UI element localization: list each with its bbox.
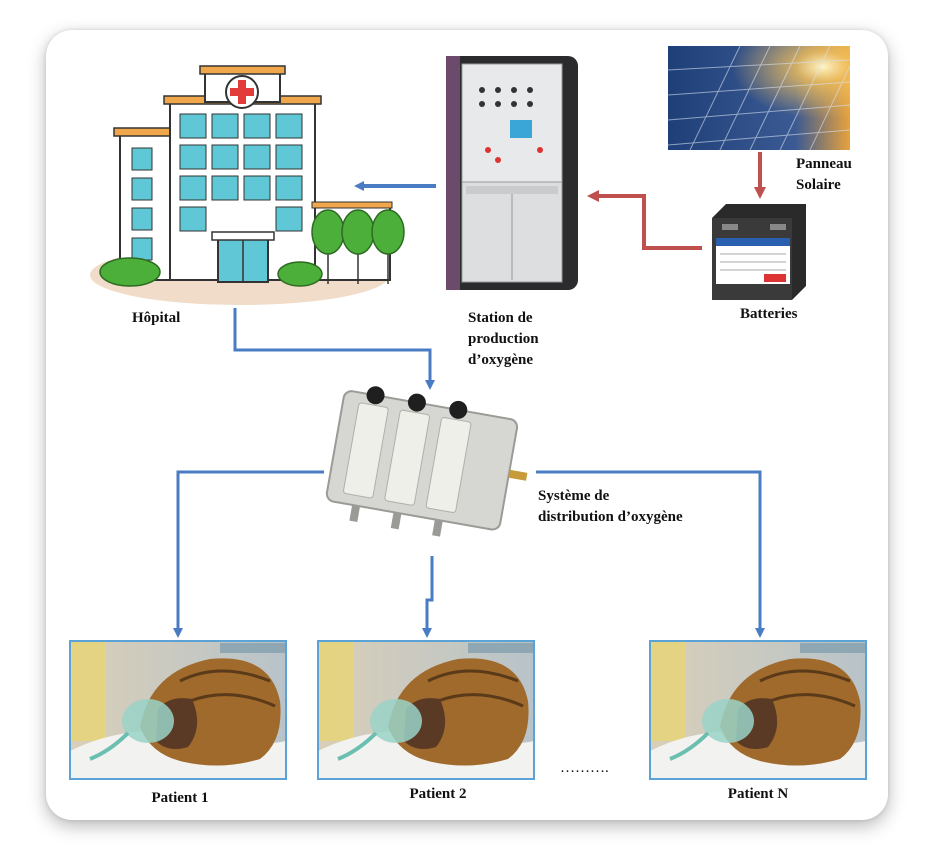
patient-n-label: Patient N	[727, 786, 789, 802]
patient-2-label: Patient 2	[409, 786, 467, 802]
battery-label: Batteries	[740, 306, 798, 322]
distribution-label: Système de distribution d’oxygène	[538, 486, 683, 528]
solar-label-line-1: Panneau	[796, 156, 852, 172]
station-label-line-3: d’oxygène	[468, 352, 533, 368]
battery-photo	[712, 204, 806, 300]
solar-label: Panneau Solaire	[796, 154, 852, 196]
patient-photo-n	[648, 639, 868, 781]
patient-photo-1	[68, 639, 288, 781]
arrow-distribution-to-patient-n	[536, 470, 765, 638]
distribution-label-line-1: Système de	[538, 488, 610, 504]
arrow-distribution-to-patient-1	[173, 470, 324, 638]
red-connectors	[587, 152, 766, 250]
blue-connectors	[173, 181, 765, 638]
hospital-label: Hôpital	[132, 310, 181, 326]
distribution-label-line-2: distribution d’oxygène	[538, 509, 683, 525]
solar-panel-photo	[667, 45, 851, 151]
solar-label-line-2: Solaire	[796, 177, 841, 193]
arrow-distribution-to-patient-2	[422, 556, 434, 638]
station-label-line-2: production	[468, 331, 539, 347]
station-label: Station de production d’oxygène	[468, 308, 539, 371]
patient-photo-2	[316, 639, 536, 781]
hospital-building-icon	[90, 65, 405, 305]
oxygen-station-photo	[446, 56, 578, 290]
patient-1-label: Patient 1	[151, 790, 209, 806]
flowmeter-manifold-photo	[325, 386, 528, 537]
station-label-line-1: Station de	[468, 310, 533, 326]
patients-ellipsis: ……….	[560, 760, 609, 776]
arrow-battery-to-station	[587, 190, 702, 250]
arrow-hospital-to-distribution	[233, 308, 435, 390]
